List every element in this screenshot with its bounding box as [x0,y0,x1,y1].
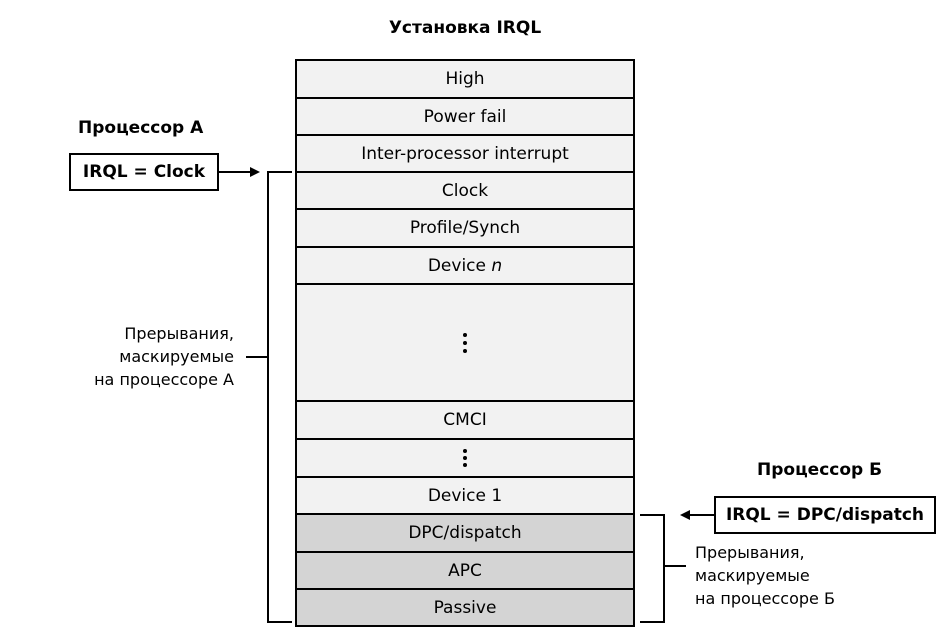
masked-label-line: маскируемые [119,347,234,366]
processor-a-irql-text: IRQL = Clock [82,162,206,182]
level-label: Device 1 [427,485,503,506]
level-label: DPC/dispatch [408,523,522,543]
level-inter-processor-interrupt: Inter-processor interrupt [297,134,633,171]
level-cmci: CMCI [297,400,633,438]
level-device-n: Device n [297,246,633,283]
level-label: Device [427,255,492,276]
masked-label-line: на процессоре А [94,370,234,389]
level-label: High [445,69,485,89]
ellipsis-icon [463,332,467,353]
processor-a-bracket [267,171,292,623]
level-device-1: Device 1 [297,476,633,513]
masked-label-line: Прерывания, [124,324,234,343]
level-label: CMCI [443,410,487,430]
irql-levels-table: High Power fail Inter-processor interrup… [295,59,635,627]
processor-b-irql-box: IRQL = DPC/dispatch [714,496,936,534]
processor-a-title: Процессор А [78,118,204,138]
level-label-italic: n [491,255,503,276]
processor-b-title: Процессор Б [757,460,883,480]
processor-b-bracket [640,514,665,623]
level-power-fail: Power fail [297,97,633,134]
level-label: Clock [441,180,489,201]
level-label: Power fail [423,106,507,127]
level-ellipsis-upper [297,283,633,400]
level-clock: Clock [297,171,633,208]
masked-label-line: на процессоре Б [695,589,835,608]
level-ellipsis-lower [297,438,633,476]
level-label: Inter-processor interrupt [361,143,569,164]
level-label: Profile/Synch [409,218,521,238]
processor-b-irql-text: IRQL = DPC/dispatch [725,505,925,525]
level-passive: Passive [297,588,633,625]
processor-b-masked-label: Прерывания, маскируемые на процессоре Б [695,541,835,610]
level-label: Passive [433,597,497,618]
masked-label-line: Прерывания, [695,543,805,562]
processor-a-irql-box: IRQL = Clock [69,153,219,191]
masked-label-line: маскируемые [695,566,810,585]
level-apc: APC [297,551,633,588]
diagram-title: Установка IRQL [388,18,542,38]
processor-a-masked-label: Прерывания, маскируемые на процессоре А [60,322,234,391]
level-dpc-dispatch: DPC/dispatch [297,513,633,551]
level-label: APC [448,560,482,581]
level-high: High [297,59,633,97]
ellipsis-icon [463,449,467,467]
level-profile-synch: Profile/Synch [297,208,633,246]
